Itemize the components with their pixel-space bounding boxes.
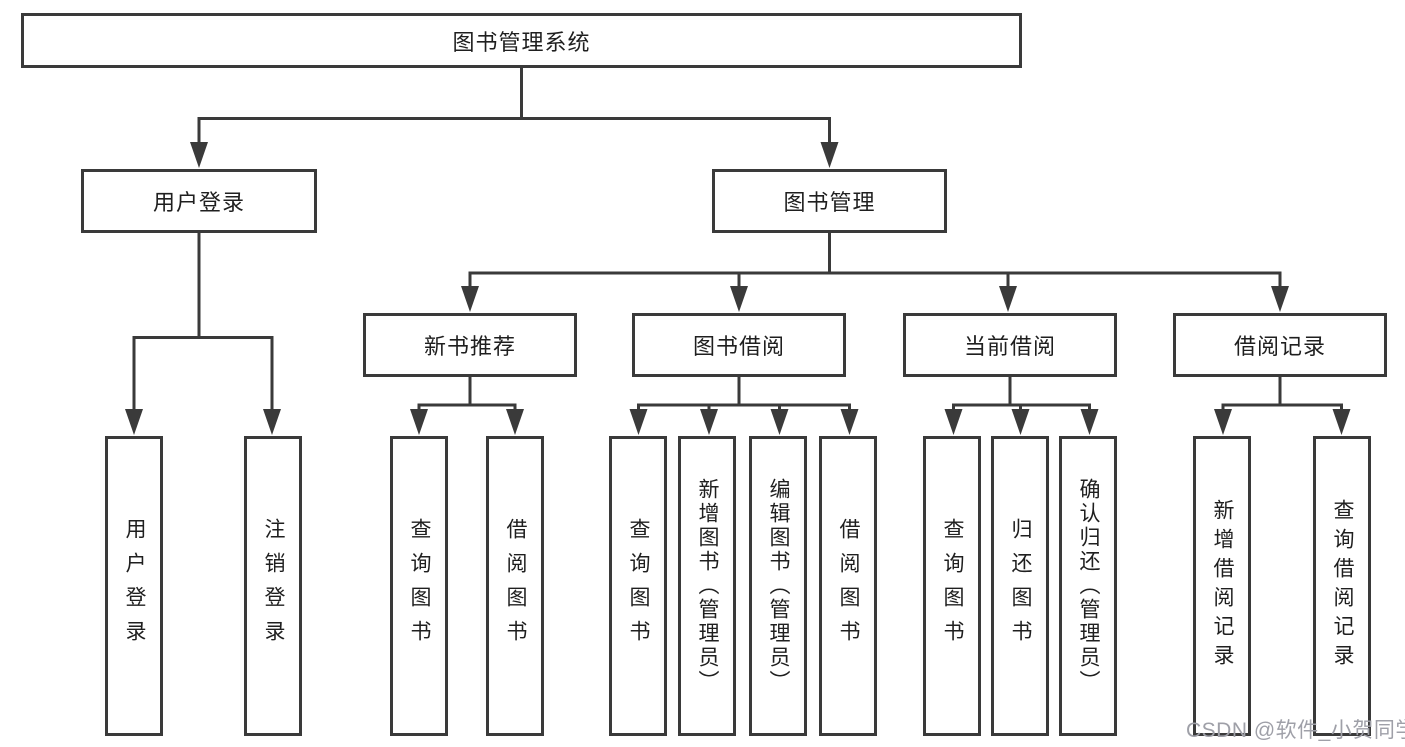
node-label: 确认归还（管理员）	[1077, 478, 1100, 694]
node-label: 查询图书	[408, 518, 431, 654]
leaf-logout: 注销登录	[244, 436, 302, 736]
leaf-add-borrow-record: 新增借阅记录	[1193, 436, 1251, 736]
node-label: 图书管理系统	[452, 29, 591, 55]
node-book-management: 图书管理	[712, 169, 947, 233]
leaf-query-books-recommend: 查询图书	[390, 436, 448, 736]
node-label: 新书推荐	[423, 334, 516, 359]
node-label: 新增借阅记录	[1211, 499, 1234, 673]
node-label: 编辑图书（管理员）	[767, 478, 790, 694]
csdn-watermark: CSDN @软件_小贺同学	[1186, 719, 1405, 742]
node-label: 新增图书（管理员）	[696, 478, 719, 694]
node-label: 借阅图书	[504, 518, 527, 654]
node-label: 查询图书	[941, 518, 964, 654]
leaf-borrow-books: 借阅图书	[819, 436, 877, 736]
node-new-book-recommend: 新书推荐	[363, 313, 577, 377]
leaf-add-books-admin: 新增图书（管理员）	[678, 436, 736, 736]
leaf-user-login: 用户登录	[105, 436, 163, 736]
leaf-query-books-current: 查询图书	[923, 436, 981, 736]
node-label: 查询借阅记录	[1331, 499, 1354, 673]
leaf-query-books-borrow: 查询图书	[609, 436, 667, 736]
node-borrow-record: 借阅记录	[1173, 313, 1387, 377]
node-label: 借阅记录	[1233, 334, 1326, 359]
arrowheads	[125, 142, 1351, 435]
node-user-login: 用户登录	[81, 169, 317, 233]
node-label: 当前借阅	[963, 334, 1056, 359]
leaf-borrow-books-recommend: 借阅图书	[486, 436, 544, 736]
leaf-edit-books-admin: 编辑图书（管理员）	[749, 436, 807, 736]
node-book-borrow: 图书借阅	[632, 313, 846, 377]
leaf-confirm-return-admin: 确认归还（管理员）	[1059, 436, 1117, 736]
node-label: 图书借阅	[692, 334, 785, 359]
node-library-management-system: 图书管理系统	[21, 13, 1022, 68]
node-label: 借阅图书	[837, 518, 860, 654]
node-label: 用户登录	[152, 190, 245, 215]
node-label: 图书管理	[783, 190, 876, 215]
node-label: 用户登录	[123, 518, 146, 654]
node-current-borrow: 当前借阅	[903, 313, 1117, 377]
node-label: 查询图书	[627, 518, 650, 654]
leaf-query-borrow-record: 查询借阅记录	[1313, 436, 1371, 736]
leaf-return-books: 归还图书	[991, 436, 1049, 736]
node-label: 归还图书	[1009, 518, 1032, 654]
node-label: 注销登录	[262, 518, 285, 654]
